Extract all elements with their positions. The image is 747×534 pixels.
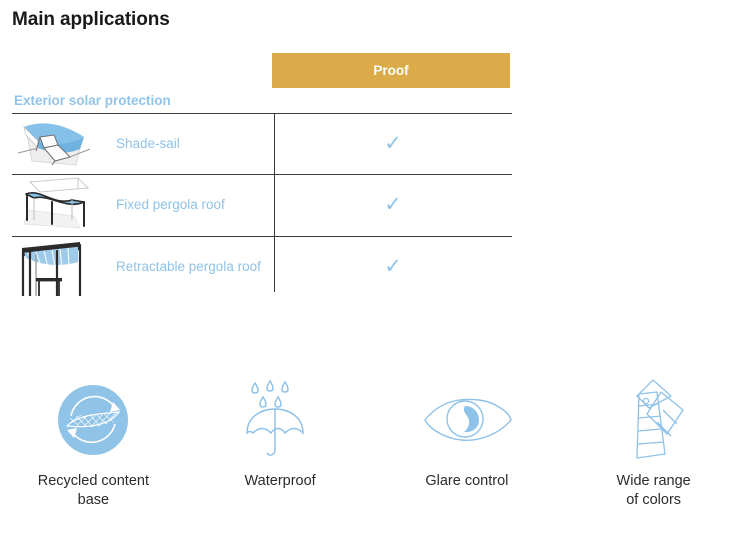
proof-column-header: Proof: [272, 53, 510, 88]
table-column-divider: [274, 113, 275, 292]
waterproof-umbrella-icon: [239, 372, 321, 468]
proof-column-header-label: Proof: [373, 63, 409, 78]
page-title: Main applications: [12, 9, 170, 30]
table-rule-middle: [12, 174, 512, 175]
table-row: Shade-sail: [12, 113, 512, 174]
table-row: Retractable pergola roof: [12, 236, 512, 297]
retractable-pergola-roof-illustration: [14, 238, 102, 296]
feature-caption: Wide range of colors: [616, 473, 691, 509]
proof-check: ✓: [384, 132, 402, 155]
feature-recycled-content: Recycled content base: [0, 372, 187, 522]
glare-control-eye-icon: [419, 372, 515, 468]
proof-check: ✓: [384, 255, 402, 278]
table-rule-lower: [12, 236, 512, 237]
feature-wide-range-of-colors: Wide range of colors: [560, 372, 747, 522]
fixed-pergola-roof-illustration: [14, 176, 102, 234]
feature-waterproof: Waterproof: [187, 372, 374, 522]
feature-caption: Recycled content base: [37, 473, 149, 509]
feature-highlights: Recycled content base Waterproof: [0, 372, 747, 522]
feature-glare-control: Glare control: [374, 372, 561, 522]
feature-caption: Waterproof: [244, 473, 316, 489]
table-rule-top: [12, 113, 512, 114]
proof-check: ✓: [384, 193, 402, 216]
recycled-content-icon: [55, 372, 131, 468]
section-label-exterior-solar-protection: Exterior solar protection: [14, 93, 171, 108]
table-row: Fixed pergola roof: [12, 174, 512, 235]
applications-table: Shade-sail ✓: [12, 113, 512, 297]
feature-caption: Glare control: [425, 473, 509, 489]
shade-sail-illustration: [14, 115, 102, 173]
row-label: Retractable pergola roof: [116, 259, 261, 274]
row-label: Fixed pergola roof: [116, 197, 225, 212]
row-label: Shade-sail: [116, 136, 180, 151]
color-swatch-fan-icon: [609, 372, 699, 468]
